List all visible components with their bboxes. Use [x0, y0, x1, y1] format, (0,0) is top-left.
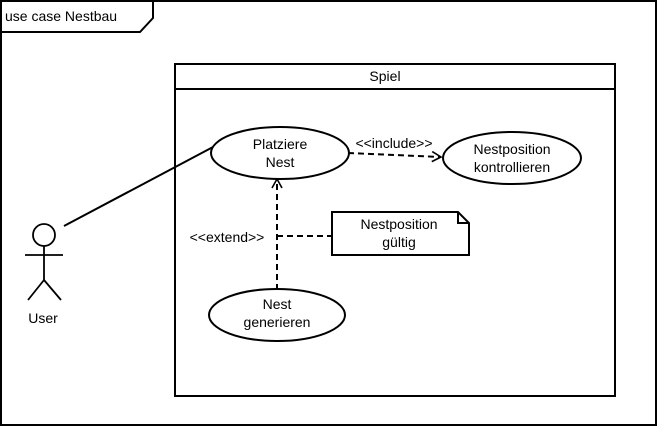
actor-user: User [25, 223, 63, 326]
svg-text:Nestposition: Nestposition [360, 216, 437, 232]
svg-text:Platziere: Platziere [253, 136, 308, 152]
use-case-nestposition-kontrollieren: Nestposition kontrollieren [442, 131, 582, 185]
use-case-platziere-nest: Platziere Nest [210, 126, 350, 180]
svg-text:Nestposition: Nestposition [473, 141, 550, 157]
include-relation: <<include>> [347, 135, 443, 163]
extend-relation: <<extend>> [190, 177, 332, 290]
svg-text:Nest: Nest [263, 296, 292, 312]
use-case-nest-generieren: Nest generieren [208, 288, 346, 342]
extend-label: <<extend>> [190, 229, 265, 245]
note-nestposition-gueltig: Nestposition gültig [331, 211, 470, 256]
system-label: Spiel [369, 68, 400, 84]
actor-label: User [28, 310, 58, 326]
frame-title: use case Nestbau [5, 8, 117, 24]
svg-text:Nest: Nest [266, 154, 295, 170]
svg-text:kontrollieren: kontrollieren [474, 159, 550, 175]
svg-text:gültig: gültig [382, 234, 415, 250]
svg-text:generieren: generieren [244, 314, 311, 330]
association-line [63, 146, 214, 227]
include-label: <<include>> [355, 135, 432, 151]
